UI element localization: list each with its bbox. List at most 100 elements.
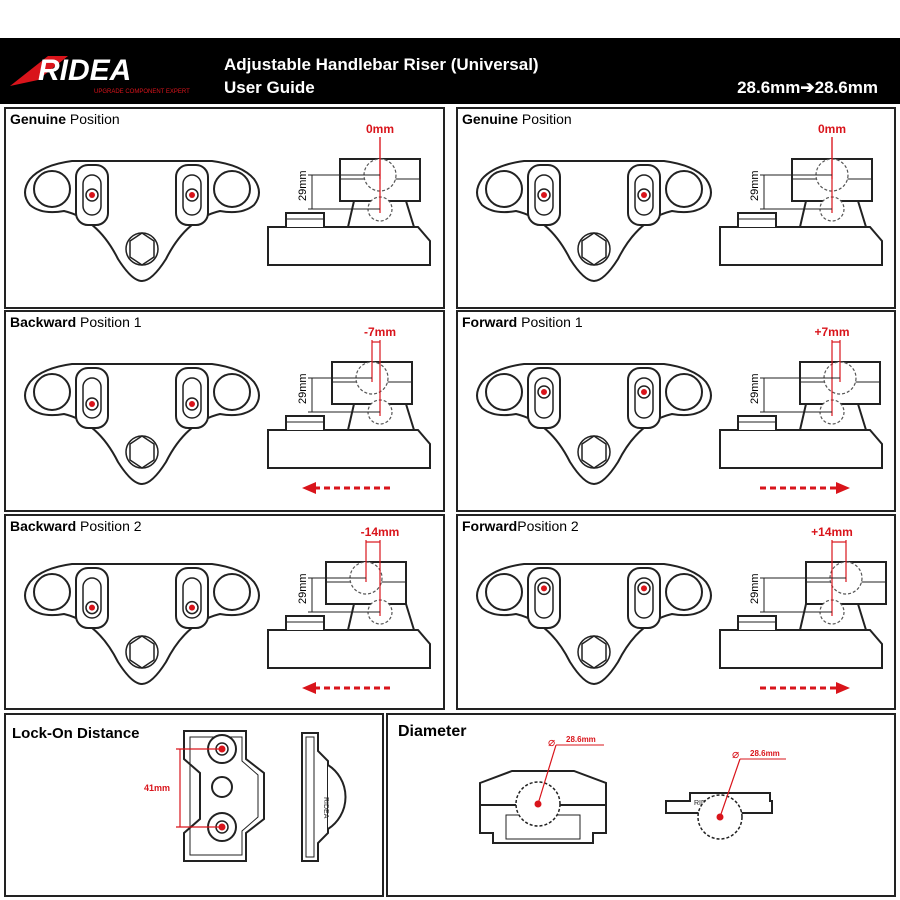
panel-backward-2: Backward Position 2 -14mm 29mm — [4, 514, 445, 710]
height-label: 29mm — [749, 170, 761, 201]
spec-from: 28.6mm — [737, 78, 801, 97]
riser-base-left — [75, 367, 109, 429]
triple-clamp-side — [267, 629, 431, 669]
triple-clamp-side — [719, 629, 883, 669]
riser-side-view — [267, 361, 431, 469]
offset-label: 0mm — [366, 122, 394, 136]
arrow-left-icon — [302, 682, 392, 694]
brand-engraving: RIDEA — [322, 797, 329, 819]
steering-nut-icon — [129, 435, 155, 469]
height-label: 29mm — [297, 170, 309, 201]
riser-diagram: 0mm 29mm — [24, 122, 431, 283]
riser-base-left — [75, 164, 109, 226]
riser-side-view — [719, 361, 883, 469]
offset-label: 0mm — [818, 122, 846, 136]
fork-hole-right — [213, 373, 251, 411]
riser-diagram: -7mm 29mm — [24, 325, 431, 494]
diameter-diagram: ⌀ 28.6mm RIDEA ⌀ 28.6mm — [479, 735, 786, 844]
arrow-right-icon — [760, 482, 850, 494]
panel-diameter: Diameter ⌀ 28.6mm RIDEA ⌀ 28.6mm — [386, 713, 896, 897]
fork-hole-left — [33, 373, 71, 411]
riser-diagram: -14mm 29mm — [24, 525, 431, 694]
bolt-center-dot-icon — [541, 192, 547, 198]
fork-hole-left — [33, 170, 71, 208]
stem-nut-side — [737, 212, 777, 227]
panel-title: Genuine Position — [10, 111, 120, 127]
diameter-symbol-icon: ⌀ — [732, 747, 739, 761]
diagram-group: -14mm 29mm — [24, 525, 431, 694]
panel-title-bold: Backward — [10, 518, 77, 534]
triple-clamp — [476, 160, 712, 283]
arrow-right-icon — [760, 682, 850, 694]
triple-clamp — [24, 363, 260, 486]
fork-hole-left — [33, 573, 71, 611]
height-label: 29mm — [297, 373, 309, 404]
steering-nut-icon — [581, 435, 607, 469]
panel-title-bold: Genuine — [462, 111, 519, 127]
diagram-group: 0mm 29mm — [24, 122, 431, 283]
bolt-center-dot-icon — [189, 401, 195, 407]
steering-nut-icon — [129, 232, 155, 266]
fork-hole-right — [665, 573, 703, 611]
spec-to: 28.6mm — [814, 78, 878, 97]
fork-hole-left — [485, 373, 523, 411]
panel-title-rest: Position 2 — [76, 518, 142, 534]
arrow-left-icon — [302, 482, 392, 494]
brand-text: RIDEA — [38, 54, 131, 87]
height-label: 29mm — [749, 373, 761, 404]
offset-label: +7mm — [814, 325, 849, 339]
triple-clamp-side — [267, 226, 431, 266]
riser-diagram: +14mm 29mm — [476, 525, 887, 694]
fork-hole-right — [665, 373, 703, 411]
triple-clamp — [24, 160, 260, 283]
bolt-center-dot-icon — [189, 604, 195, 611]
offset-label: +14mm — [811, 525, 853, 539]
fork-hole-left — [485, 170, 523, 208]
height-label: 29mm — [749, 573, 761, 604]
panel-title: Backward Position 1 — [10, 314, 142, 330]
stem-nut-side — [285, 615, 325, 630]
stem-nut-side — [737, 615, 777, 630]
panel-backward-1: Backward Position 1 -7mm 29mm — [4, 310, 445, 512]
panel-title-rest: Position — [66, 111, 120, 127]
height-label: 29mm — [297, 573, 309, 604]
riser-base-right — [627, 164, 661, 226]
bolt-center-dot-icon — [641, 389, 647, 395]
triple-clamp — [476, 563, 712, 686]
steering-nut-icon — [581, 635, 607, 669]
brand-tagline: UPGRADE COMPONENT EXPERT — [94, 89, 190, 95]
bolt-center-dot-icon — [89, 604, 95, 611]
riser-base-right — [175, 367, 209, 429]
offset-label: -7mm — [364, 325, 396, 339]
arrow-right-icon: ➔ — [800, 78, 815, 97]
panel-title-bold: Forward — [462, 518, 518, 534]
panel-genuine-right: Genuine Position 0mm 29mm — [456, 107, 896, 309]
bolt-center-dot-icon — [541, 389, 547, 395]
clamp-plate-outline — [183, 730, 265, 862]
triple-clamp-side — [719, 429, 883, 469]
bolt-center-dot-icon — [641, 192, 647, 198]
riser-base-left — [527, 164, 561, 226]
steering-stem-ring — [125, 635, 159, 669]
riser-base-left — [527, 367, 561, 429]
triple-clamp-side — [267, 429, 431, 469]
header-bar: RIDEA UPGRADE COMPONENT EXPERT Adjustabl… — [0, 38, 900, 104]
riser-base-left — [527, 567, 561, 629]
triple-clamp — [24, 563, 260, 686]
stem-nut-side — [285, 415, 325, 430]
bolt-center-dot-icon — [189, 192, 195, 198]
riser-base-right — [627, 367, 661, 429]
diagram-group: 0mm 29mm — [476, 122, 883, 283]
panel-title: Genuine Position — [462, 111, 572, 127]
panel-title: ForwardPosition 2 — [462, 518, 579, 534]
diagram-group: +14mm 29mm — [476, 525, 887, 694]
fork-hole-right — [665, 170, 703, 208]
bolt-center-dot-icon — [89, 401, 95, 407]
riser-side-view — [719, 158, 883, 266]
diameter-label-2: 28.6mm — [750, 749, 780, 758]
offset-label: -14mm — [361, 525, 400, 539]
bolt-center-dot-icon — [641, 585, 647, 592]
panel-forward-2: ForwardPosition 2 +14mm 29mm — [456, 514, 896, 710]
fork-hole-right — [213, 573, 251, 611]
diagram-group: -7mm 29mm — [24, 325, 431, 494]
